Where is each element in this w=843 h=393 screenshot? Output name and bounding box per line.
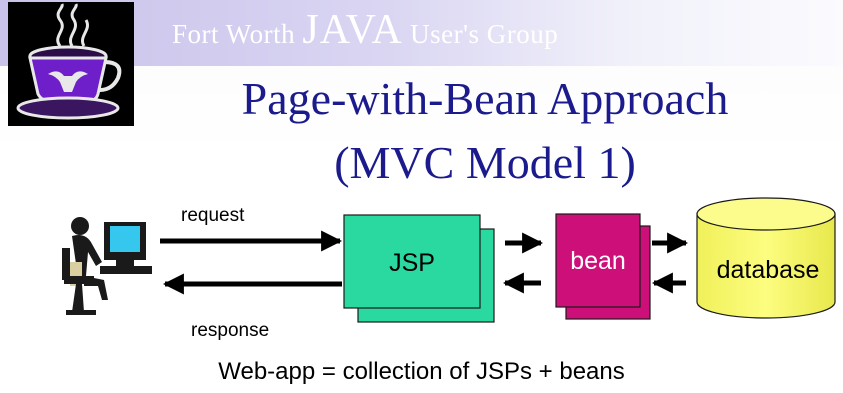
slide-title-line1: Page-with-Bean Approach: [241, 73, 729, 124]
group-name-suffix: User's Group: [402, 19, 559, 49]
bean-box: bean: [555, 213, 651, 320]
user-at-computer-icon: [62, 217, 152, 315]
database-label: database: [717, 256, 820, 284]
group-name-java: JAVA: [302, 7, 403, 53]
jsp-label: JSP: [389, 249, 435, 277]
bean-label: bean: [570, 247, 626, 275]
footer-caption: Web-app = collection of JSPs + beans: [218, 358, 625, 385]
header-band: [0, 0, 843, 66]
database-cylinder-icon: database: [696, 197, 836, 319]
jsp-box: JSP: [343, 214, 495, 323]
group-name-prefix: Fort Worth: [172, 19, 303, 49]
user-group-name: Fort Worth JAVA User's Group: [172, 6, 558, 54]
request-label: request: [181, 205, 245, 226]
coffee-cup-logo-icon: [8, 2, 134, 126]
response-label: response: [191, 320, 269, 341]
slide-title-line2: (MVC Model 1): [334, 137, 636, 188]
